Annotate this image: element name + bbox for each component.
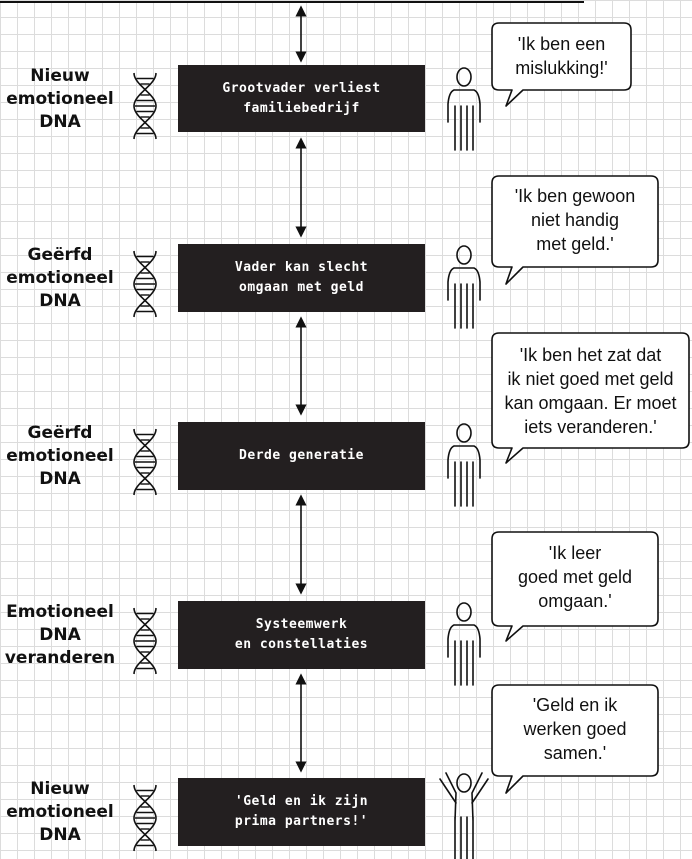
dna-icon	[133, 428, 157, 496]
stage-box: 'Geld en ik zijn prima partners!'	[178, 778, 425, 846]
dna-strand	[133, 607, 157, 675]
dna-strand	[133, 607, 157, 675]
quote-text: 'Ik leer goed met geld omgaan.'	[517, 543, 633, 611]
row-label: Nieuw emotioneel DNA	[6, 779, 114, 845]
standing-person-icon	[447, 423, 481, 507]
row-label: Geërfd emotioneel DNA	[6, 245, 114, 311]
dna-strand	[133, 784, 157, 852]
speech-bubble	[491, 684, 659, 794]
dna-icon	[133, 250, 157, 318]
dna-icon	[133, 784, 157, 852]
row-label: Nieuw emotioneel DNA	[6, 66, 114, 132]
dna-strand	[133, 428, 157, 496]
speech-bubble	[491, 22, 632, 107]
dna-strand	[133, 250, 157, 318]
quote-text: 'Geld en ik werken goed samen.'	[523, 695, 627, 763]
dna-strand	[133, 784, 157, 852]
dna-strand	[133, 428, 157, 496]
dna-strand	[133, 250, 157, 318]
speech-bubble	[491, 175, 659, 285]
dna-strand	[133, 72, 157, 140]
stage-box: Systeemwerk en constellaties	[178, 601, 425, 669]
dna-icon	[133, 72, 157, 140]
speech-bubble	[491, 531, 659, 642]
quote-text: 'Ik ben het zat dat ik niet goed met gel…	[504, 345, 677, 437]
standing-person-icon	[447, 67, 481, 151]
stage-box: Vader kan slecht omgaan met geld	[178, 244, 425, 312]
standing-person-icon	[447, 245, 481, 329]
dna-icon	[133, 607, 157, 675]
standing-person-icon	[447, 602, 481, 686]
row-label: Emotioneel DNA veranderen	[4, 602, 116, 668]
cheering-person-icon	[439, 772, 489, 859]
stage-box: Derde generatie	[178, 422, 425, 490]
quote-text: 'Ik ben gewoon niet handig met geld.'	[514, 186, 636, 254]
dna-strand	[133, 72, 157, 140]
quote-text: 'Ik ben een mislukking!'	[515, 34, 608, 78]
speech-bubble	[491, 332, 690, 464]
row-label: Geërfd emotioneel DNA	[6, 423, 114, 489]
stage-box: Grootvader verliest familiebedrijf	[178, 65, 425, 132]
